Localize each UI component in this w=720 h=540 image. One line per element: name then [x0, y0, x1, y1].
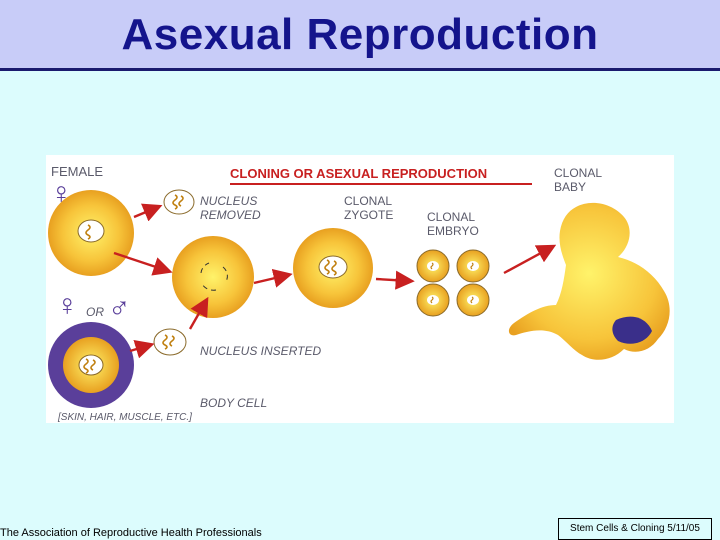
- diagram-heading: CLONING OR ASEXUAL REPRODUCTION: [230, 166, 488, 181]
- footer-organization: The Association of Reproductive Health P…: [0, 527, 262, 539]
- female-symbol-top: ♀: [50, 177, 73, 210]
- removed-nucleus: [163, 189, 195, 215]
- label-clonal-zygote-1: CLONAL: [344, 194, 393, 208]
- female-symbol-bottom: ♀: [56, 289, 79, 322]
- cloning-diagram: FEMALE ♀ CLONING OR ASEXUAL REPRODUCTION…: [46, 155, 674, 423]
- cloning-diagram-graphic: [48, 183, 670, 408]
- label-clonal-embryo-1: CLONAL: [427, 210, 476, 224]
- label-clonal-zygote-2: ZYGOTE: [344, 208, 394, 222]
- clonal-zygote: [293, 228, 373, 308]
- label-nucleus-removed-1: NUCLEUS: [200, 194, 258, 208]
- clonal-baby: [508, 202, 670, 360]
- slide-title: Asexual Reproduction: [121, 10, 599, 59]
- body-cell: [48, 322, 134, 408]
- inserted-nucleus: [153, 328, 187, 356]
- clonal-embryo: [416, 249, 490, 317]
- footer-slide-info: Stem Cells & Cloning 5/11/05: [558, 518, 712, 540]
- label-female: FEMALE: [51, 164, 104, 179]
- label-body-cell: BODY CELL: [200, 396, 268, 410]
- label-or: OR: [86, 305, 104, 319]
- label-clonal-baby-1: CLONAL: [554, 166, 603, 180]
- female-egg-cell: [48, 190, 134, 276]
- male-symbol: ♂: [108, 291, 131, 324]
- enucleated-egg-cell: [172, 236, 254, 318]
- label-nucleus-inserted: NUCLEUS INSERTED: [200, 344, 322, 358]
- label-body-cell-note: [SKIN, HAIR, MUSCLE, ETC.]: [58, 412, 192, 423]
- process-arrows: [113, 203, 557, 359]
- title-bar: Asexual Reproduction: [0, 0, 720, 71]
- label-clonal-embryo-2: EMBRYO: [427, 224, 479, 238]
- label-nucleus-removed-2: REMOVED: [200, 208, 261, 222]
- label-clonal-baby-2: BABY: [554, 180, 587, 194]
